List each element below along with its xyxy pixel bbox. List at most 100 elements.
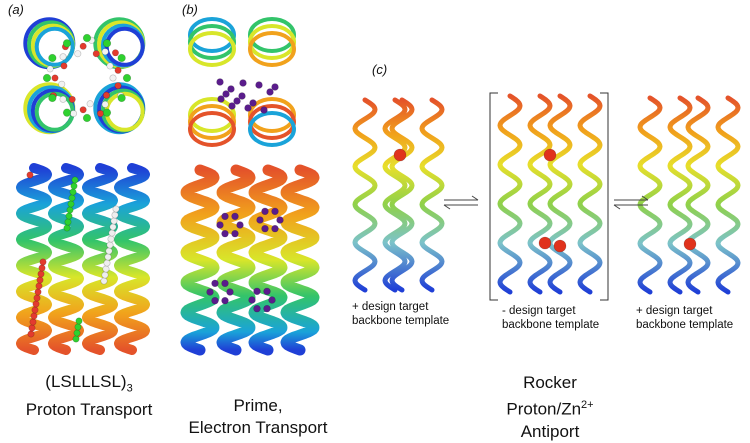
atom-ball [109, 223, 117, 231]
atom-ball [74, 323, 82, 331]
porphyrin-atom [271, 224, 279, 233]
cofactor-atom [266, 88, 274, 96]
cofactor-atom [216, 78, 224, 86]
atom-ball [111, 49, 119, 57]
atom-ball [38, 264, 46, 272]
porphyrin-atom [268, 296, 276, 304]
atom-ball [64, 218, 72, 226]
cofactor-atom [233, 97, 241, 105]
porphyrin-atom [211, 296, 219, 305]
porphyrin-atom [256, 216, 264, 224]
atom-ball [92, 50, 100, 58]
atom-ball [102, 91, 110, 99]
porphyrin-atom [226, 288, 234, 296]
alpha-helix [527, 93, 553, 295]
panel-a-label: (a) [8, 2, 24, 17]
alpha-helix [352, 97, 378, 293]
porphyrin-atom [216, 221, 224, 229]
panel-c-caption-line2: Proton/Zn2+ [506, 399, 594, 419]
alpha-helix [82, 163, 118, 355]
helix-ring-top-view [188, 24, 236, 60]
atom-ball [96, 110, 104, 118]
residue-ball [62, 39, 72, 48]
atom-ball [70, 182, 78, 190]
atom-ball [111, 211, 119, 219]
porphyrin-atom [253, 304, 261, 313]
atom-ball [73, 329, 81, 337]
panel-c-middle-bracket [489, 92, 609, 301]
panel-a-top-view [23, 17, 146, 135]
alpha-helix [248, 164, 288, 356]
atom-ball [26, 171, 34, 179]
atom-ball [69, 188, 77, 196]
porphyrin-atom [221, 212, 229, 221]
atom-ball [106, 241, 114, 249]
state-label-right: + design target backbone template [636, 305, 734, 331]
atom-ball [114, 82, 122, 90]
state-label-middle: - design target backbone template [502, 305, 600, 331]
atom-ball [101, 271, 109, 279]
residue-ball [117, 93, 126, 103]
cofactor-atom [255, 81, 263, 89]
alpha-helix [16, 163, 52, 355]
atom-ball [108, 229, 116, 237]
zinc-ion [538, 236, 552, 250]
alpha-helix [637, 95, 663, 295]
residue-ball [117, 53, 126, 63]
atom-ball [79, 42, 87, 50]
atom-ball [101, 48, 109, 56]
atom-ball [105, 247, 113, 255]
alpha-helix [577, 93, 603, 295]
atom-ball [106, 62, 114, 70]
atom-ball [74, 50, 82, 58]
cofactor-atom [222, 90, 230, 98]
atom-ball [79, 106, 87, 114]
residue-ball [102, 108, 112, 117]
atom-ball [66, 206, 74, 214]
alpha-helix [419, 97, 445, 293]
zinc-ion [393, 148, 407, 162]
cofactor-atom [249, 99, 257, 107]
atom-ball [32, 300, 40, 308]
atom-ball [33, 294, 41, 302]
cofactor-atom [239, 79, 247, 87]
atom-ball [107, 235, 115, 243]
porphyrin-atom [263, 287, 271, 296]
panel-b-caption-line2: Electron Transport [188, 418, 328, 437]
residue-ball [62, 108, 72, 117]
porphyrin-atom [276, 216, 284, 224]
residue-ball [82, 113, 92, 123]
equilibrium-arrow-right [613, 195, 649, 210]
panel-b-side-view [180, 164, 320, 356]
zinc-ion [543, 148, 557, 162]
atom-ball [34, 288, 42, 296]
panel-b-top-view [188, 17, 296, 147]
panel-c-label: (c) [372, 62, 388, 77]
helix-ring-top-view [248, 31, 296, 67]
cofactor-atom [244, 104, 252, 112]
residue-ball [48, 53, 57, 63]
atom-ball [60, 62, 68, 70]
atom-ball [102, 265, 110, 273]
panel-c-caption-line1: Rocker [523, 373, 577, 392]
helix-ring-top-view [188, 31, 236, 67]
panel-b-label: (b) [182, 2, 198, 17]
panel-c-structures [352, 93, 741, 295]
atom-ball [51, 74, 59, 82]
helix-ring-top-view [248, 24, 296, 60]
atom-ball [104, 253, 112, 261]
atom-ball [72, 335, 80, 343]
atom-ball [36, 276, 44, 284]
atom-ball [110, 217, 118, 225]
porphyrin-atom [236, 221, 244, 229]
alpha-helix [382, 97, 408, 293]
atom-ball [31, 306, 39, 314]
atom-ball [59, 53, 67, 61]
alpha-helix [667, 95, 693, 295]
residue-ball [122, 73, 132, 83]
alpha-helix [280, 164, 320, 356]
helix-ring-top-view [248, 111, 296, 147]
atom-ball [67, 200, 75, 208]
atom-ball [29, 318, 37, 326]
